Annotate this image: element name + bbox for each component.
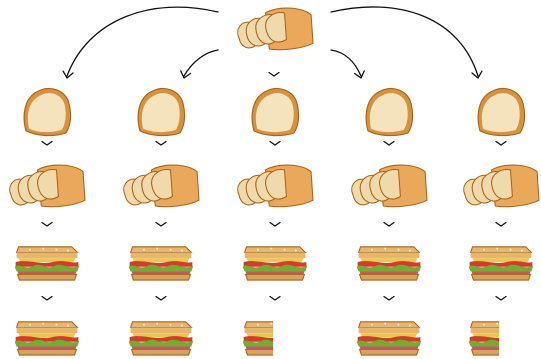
down-arrow-c5-3 <box>495 295 507 301</box>
down-arrow-c1-1 <box>41 140 53 146</box>
sandwich-icon-c2-r3 <box>128 246 194 281</box>
sliced-loaf-icon-c1-r2 <box>9 164 86 208</box>
down-arrow-c2-1 <box>155 140 167 146</box>
sliced-loaf-icon-c5-r2 <box>463 164 540 208</box>
sandwich-icon-c4-r4 <box>356 321 422 356</box>
pipeline-grid <box>9 87 540 356</box>
down-arrow-c4-3 <box>383 295 395 301</box>
root-loaf-icon <box>237 7 314 51</box>
down-arrow-c3-1 <box>269 140 281 146</box>
down-arrow-c1-3 <box>41 295 53 301</box>
sliced-loaf-icon-c2-r2 <box>123 164 200 208</box>
bread-slice-icon-c1-r1 <box>23 87 72 137</box>
bread-slice-icon-c4-r1 <box>365 87 414 137</box>
sliced-loaf-icon-c4-r2 <box>351 164 428 208</box>
root-arrows <box>61 6 484 80</box>
sandwich-icon-c4-r3 <box>356 246 422 281</box>
bread-slice-icon-c5-r1 <box>477 87 526 137</box>
bread-slice-icon-c3-r1 <box>251 87 300 137</box>
down-arrow-c4-1 <box>383 140 395 146</box>
sandwich-icon-c1-r4 <box>14 321 80 356</box>
down-arrow-c1-2 <box>41 221 53 227</box>
down-arrow-c2-3 <box>155 295 167 301</box>
sandwich-icon-cropped-c5-r4 <box>468 321 500 356</box>
down-arrow-c3-2 <box>269 221 281 227</box>
sandwich-icon-c5-r3 <box>468 246 534 281</box>
down-arrow-c3-3 <box>269 295 281 301</box>
down-arrow-c2-2 <box>155 221 167 227</box>
sandwich-icon-c3-r3 <box>242 246 308 281</box>
down-arrow-c5-1 <box>495 140 507 146</box>
sliced-loaf-icon-c3-r2 <box>237 164 314 208</box>
sandwich-icon-cropped-c3-r4 <box>242 321 274 356</box>
sandwich-icon-c2-r4 <box>128 321 194 356</box>
down-arrow-c4-2 <box>383 221 395 227</box>
sandwich-icon-c1-r3 <box>14 246 80 281</box>
bread-slice-icon-c2-r1 <box>137 87 186 137</box>
down-arrow-c5-2 <box>495 221 507 227</box>
